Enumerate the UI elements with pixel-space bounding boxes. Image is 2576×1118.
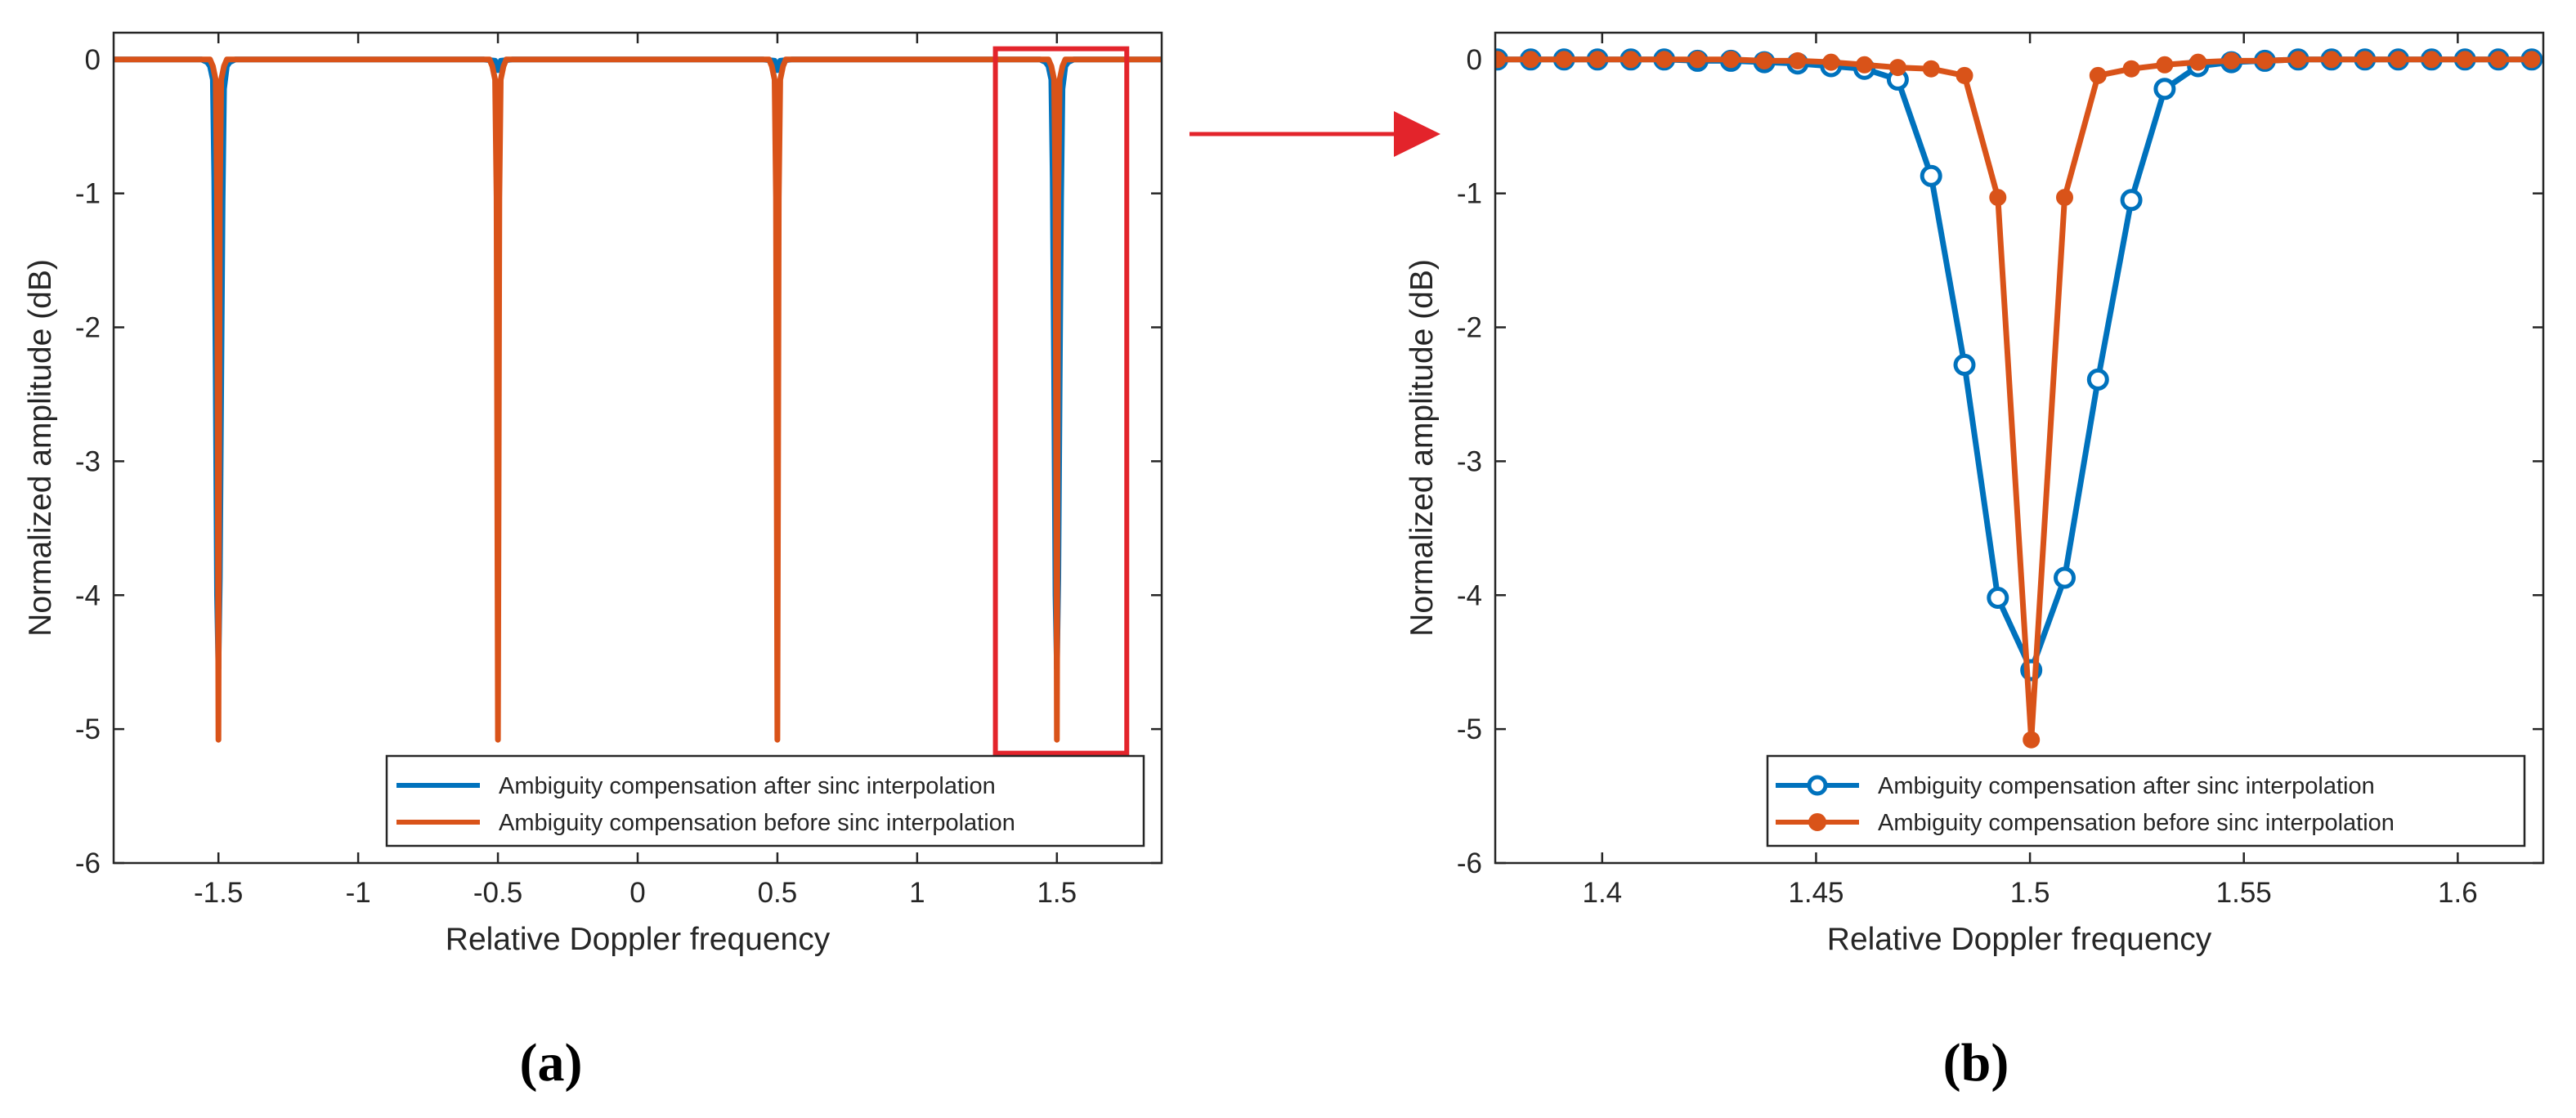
data-point-before [2356,51,2374,69]
data-point-before [2256,51,2274,69]
panel-a-axes-box [112,31,1163,865]
panel-b-x-axis-label: Relative Doppler frequency [1827,922,2212,957]
legend-marker-after [1807,775,1828,796]
y-tick-label: -1 [1457,178,1482,210]
data-point-before [1888,59,1906,77]
legend-box [385,754,1145,847]
data-point-before [2323,51,2341,69]
data-point-after [1920,164,1942,187]
data-point-before [1956,66,1973,84]
data-point-before [1521,51,1539,69]
data-point-before [2523,51,2541,69]
x-tick-label: 0.5 [758,877,798,909]
legend-label-after: Ambiguity compensation after sinc interp… [499,773,996,799]
panel-b-x-ticks: 1.4 1.45 1.5 1.55 1.6 [1582,33,2478,909]
data-point-before [1689,51,1706,69]
data-point-after [2120,189,2143,212]
data-point-before [2390,51,2408,69]
panel-a-x-ticks: -1.5 -1 -0.5 0 0.5 1 1.5 [194,33,1077,909]
legend-marker-before [1808,813,1826,831]
x-tick-label: 0 [629,877,645,909]
y-tick-label: -3 [1457,445,1482,477]
data-point-before [2189,53,2207,71]
data-point-after [2054,566,2076,589]
panel-b-chart: 0 -1 -2 -3 -4 -5 -6 1.4 1.45 1.5 1.55 1.6 Ambiguit… [1404,31,2545,1093]
data-point-before [1622,51,1640,69]
legend-label-before: Ambiguity compensation before sinc inter… [1878,810,2395,836]
data-point-after [1987,587,2009,609]
x-tick-label: 1.45 [1788,877,1844,909]
zoom-arrow [1189,111,1440,157]
data-point-before [1989,189,2007,207]
panel-a-label: (a) [520,1033,583,1093]
panel-b-axes-box [1494,31,2545,865]
y-tick-label: -4 [1457,579,1482,611]
data-point-before [1655,51,1673,69]
data-point-before [2156,56,2174,74]
panel-b-label: (b) [1943,1033,2009,1093]
panel-a-y-axis-label: Normalized amplitude (dB) [23,259,58,637]
y-tick-label: -5 [1457,713,1482,745]
data-point-before [1822,53,1840,71]
data-point-after [1953,353,1976,376]
y-tick-label: 0 [1467,44,1482,76]
x-tick-label: 1.55 [2216,877,2272,909]
data-point-after [2153,78,2176,101]
data-point-before [1856,56,1874,74]
data-point-before [1555,51,1573,69]
zoom-region-box [992,46,1130,756]
y-tick-label: -1 [75,178,101,210]
x-tick-label: 1.6 [2438,877,2478,909]
panel-b-y-ticks: 0 -1 -2 -3 -4 -5 -6 [1457,44,2543,879]
panel-a-y-ticks: 0 -1 -2 -3 -4 -5 -6 [75,44,1162,879]
series-line-before [114,56,1162,743]
data-point-before [1789,51,1807,69]
panel-b-plot-area [1495,33,2543,863]
data-point-before [1722,51,1740,69]
data-point-before [1922,60,1940,78]
legend-label-after: Ambiguity compensation after sinc interp… [1878,773,2375,799]
legend-box [1766,754,2526,847]
x-tick-label: -1.5 [194,877,243,909]
y-tick-label: 0 [85,44,101,76]
x-tick-label: 1.5 [1037,877,1077,909]
panel-a-series [114,56,1162,743]
x-tick-label: -1 [346,877,371,909]
panel-b-series [1495,48,2543,749]
data-point-before [2289,51,2307,69]
x-tick-label: 1 [909,877,925,909]
legend-label-before: Ambiguity compensation before sinc inter… [499,810,1015,836]
data-point-before [2089,66,2107,84]
data-point-before [2023,731,2041,749]
panel-a-plot-area [114,33,1162,863]
panel-a-x-axis-label: Relative Doppler frequency [446,922,831,957]
y-tick-label: -6 [1457,847,1482,879]
data-point-before [2456,51,2474,69]
x-tick-label: -0.5 [473,877,522,909]
x-tick-label: 1.5 [2010,877,2050,909]
data-point-before [1588,51,1606,69]
y-tick-label: -4 [75,579,101,611]
data-point-before [2489,51,2507,69]
y-tick-label: -3 [75,445,101,477]
data-point-before [2122,60,2140,78]
data-point-after [2086,368,2109,391]
x-tick-label: 1.4 [1582,877,1622,909]
zoom-arrow-head [1394,111,1440,157]
panel-a-chart: 0 -1 -2 -3 -4 -5 -6 -1.5 -1 -0.5 0 0.5 1 1.5 Ambigui… [23,31,1163,1093]
y-tick-label: -5 [75,713,101,745]
panel-a-legend: Ambiguity compensation after sinc interp… [385,754,1145,847]
y-tick-label: -2 [1457,312,1482,344]
data-point-before [1755,51,1773,69]
data-point-before [1495,51,1507,69]
y-tick-label: -6 [75,847,101,879]
y-tick-label: -2 [75,312,101,344]
panel-b-y-axis-label: Normalized amplitude (dB) [1404,259,1440,637]
panel-b-legend: Ambiguity compensation after sinc interp… [1766,754,2526,847]
data-point-before [2422,51,2440,69]
data-point-before [2056,189,2073,207]
data-point-before [2223,51,2240,69]
